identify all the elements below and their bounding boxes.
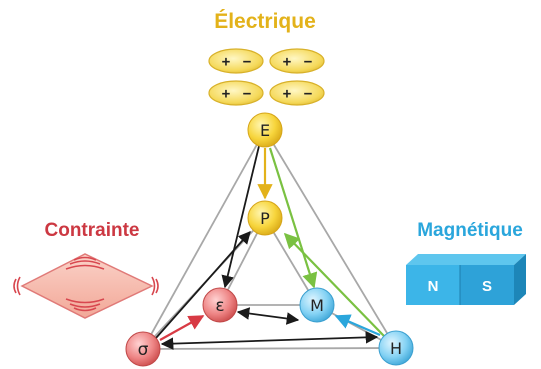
dipole-minus-3: − [243,86,251,102]
dipole-3: + − [208,80,264,106]
arrow-h-to-p [283,232,385,337]
stress-wave-left [13,276,21,296]
electric-label: Électrique [214,10,316,33]
dipole-4: + − [269,80,325,106]
bar-magnet-illustration: N S [406,254,526,305]
dipole-plus-1: + [222,54,230,70]
node-m-label: M [310,296,324,315]
stress-diamond-illustration [13,253,159,319]
node-sigma: σ [125,331,161,367]
arrow-sigma-to-epsilon [159,315,205,341]
arrow-sigma-to-p [155,231,251,339]
node-p-label: P [260,209,270,228]
dipole-2: + − [269,48,325,74]
arrow-e-to-m [268,147,318,289]
node-e: E [247,112,283,148]
arrow-sigma-h-coupling [160,331,379,350]
node-h-label: H [390,339,402,358]
stress-label: Contrainte [45,220,140,241]
node-h: H [378,330,414,366]
dipole-minus-1: − [243,54,251,70]
node-p: P [247,200,283,236]
node-sigma-label: σ [138,340,149,360]
electric-dipoles: + − + − + − + − [208,48,325,106]
node-e-label: E [260,121,270,140]
dipole-plus-2: + [283,54,291,70]
dipole-plus-3: + [222,86,230,102]
arrow-h-to-m [334,314,381,337]
stress-wave-right [151,276,159,296]
magnet-south-label: S [482,278,492,295]
magnet-north-label: N [428,278,439,295]
node-m: M [299,287,335,323]
dipole-minus-4: − [304,86,312,102]
node-epsilon: ε [202,287,238,323]
dipole-plus-4: + [283,86,291,102]
node-epsilon-label: ε [215,296,224,316]
dipole-1: + − [208,48,264,74]
magnetic-label: Magnétique [417,220,523,241]
stress-wave-top [65,256,105,270]
arrow-e-to-epsilon [221,145,260,289]
arrow-epsilon-m-coupling [236,307,300,325]
stress-wave-bottom [65,298,105,312]
dipole-minus-2: − [304,54,312,70]
